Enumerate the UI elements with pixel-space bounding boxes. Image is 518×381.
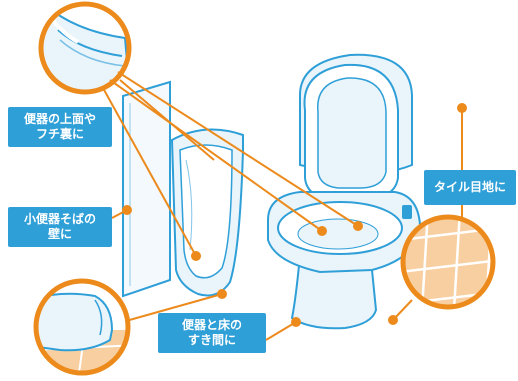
label-tile-grout: タイル目地に [424, 170, 516, 205]
label-tile-line1: タイル目地に [433, 180, 506, 194]
zoom-rim-circle [38, 1, 132, 95]
label-wall-line1: 小便器そばの [23, 212, 96, 226]
zoom-floor-circle [33, 278, 131, 376]
label-floor-gap: 便器と床の すき間に [158, 313, 266, 353]
label-floor-line2: すき間に [187, 333, 236, 347]
urinal [170, 128, 244, 297]
label-rim-line2: フチ裏に [35, 127, 84, 141]
label-wall: 小便器そばの 壁に [8, 207, 112, 247]
label-floor-line1: 便器と床の [181, 318, 242, 332]
label-wall-line2: 壁に [47, 227, 72, 241]
wall-panel [122, 80, 171, 298]
label-rim-line1: 便器の上面や [23, 112, 96, 126]
label-rim: 便器の上面や フチ裏に [8, 107, 112, 147]
toilet [267, 53, 422, 330]
marker-dots [122, 103, 467, 327]
zoom-tile-circle [400, 214, 496, 310]
leader-lines [102, 71, 463, 341]
